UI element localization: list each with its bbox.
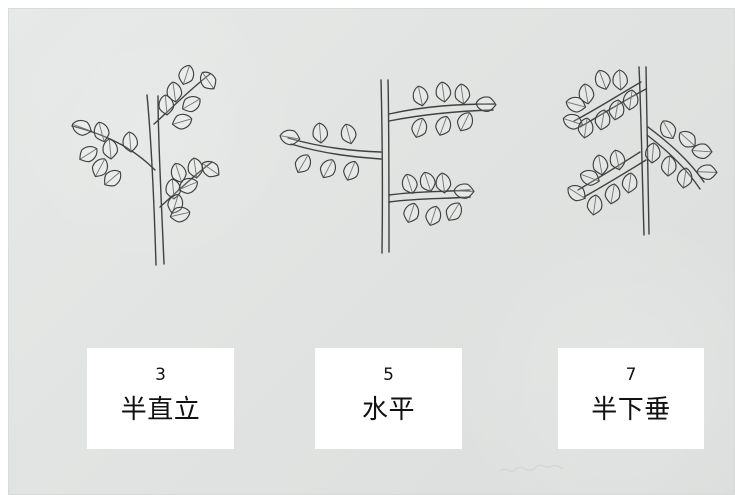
faint-pencil-mark — [499, 464, 564, 472]
type-label: 水平 — [361, 395, 415, 425]
label-card-horizontal: 5 水平 — [315, 348, 462, 449]
type-label: 半下垂 — [591, 395, 671, 425]
type-label: 半直立 — [120, 395, 201, 425]
semi-drooping-branch-icon — [560, 66, 718, 236]
type-number: 5 — [383, 365, 394, 385]
semi-upright-branch-icon — [69, 62, 224, 266]
type-number: 3 — [155, 365, 166, 385]
label-card-semi-upright: 3 半直立 — [87, 348, 234, 449]
horizontal-branch-icon — [278, 79, 498, 254]
type-number: 7 — [625, 365, 637, 385]
label-card-semi-drooping: 7 半下垂 — [558, 348, 704, 449]
